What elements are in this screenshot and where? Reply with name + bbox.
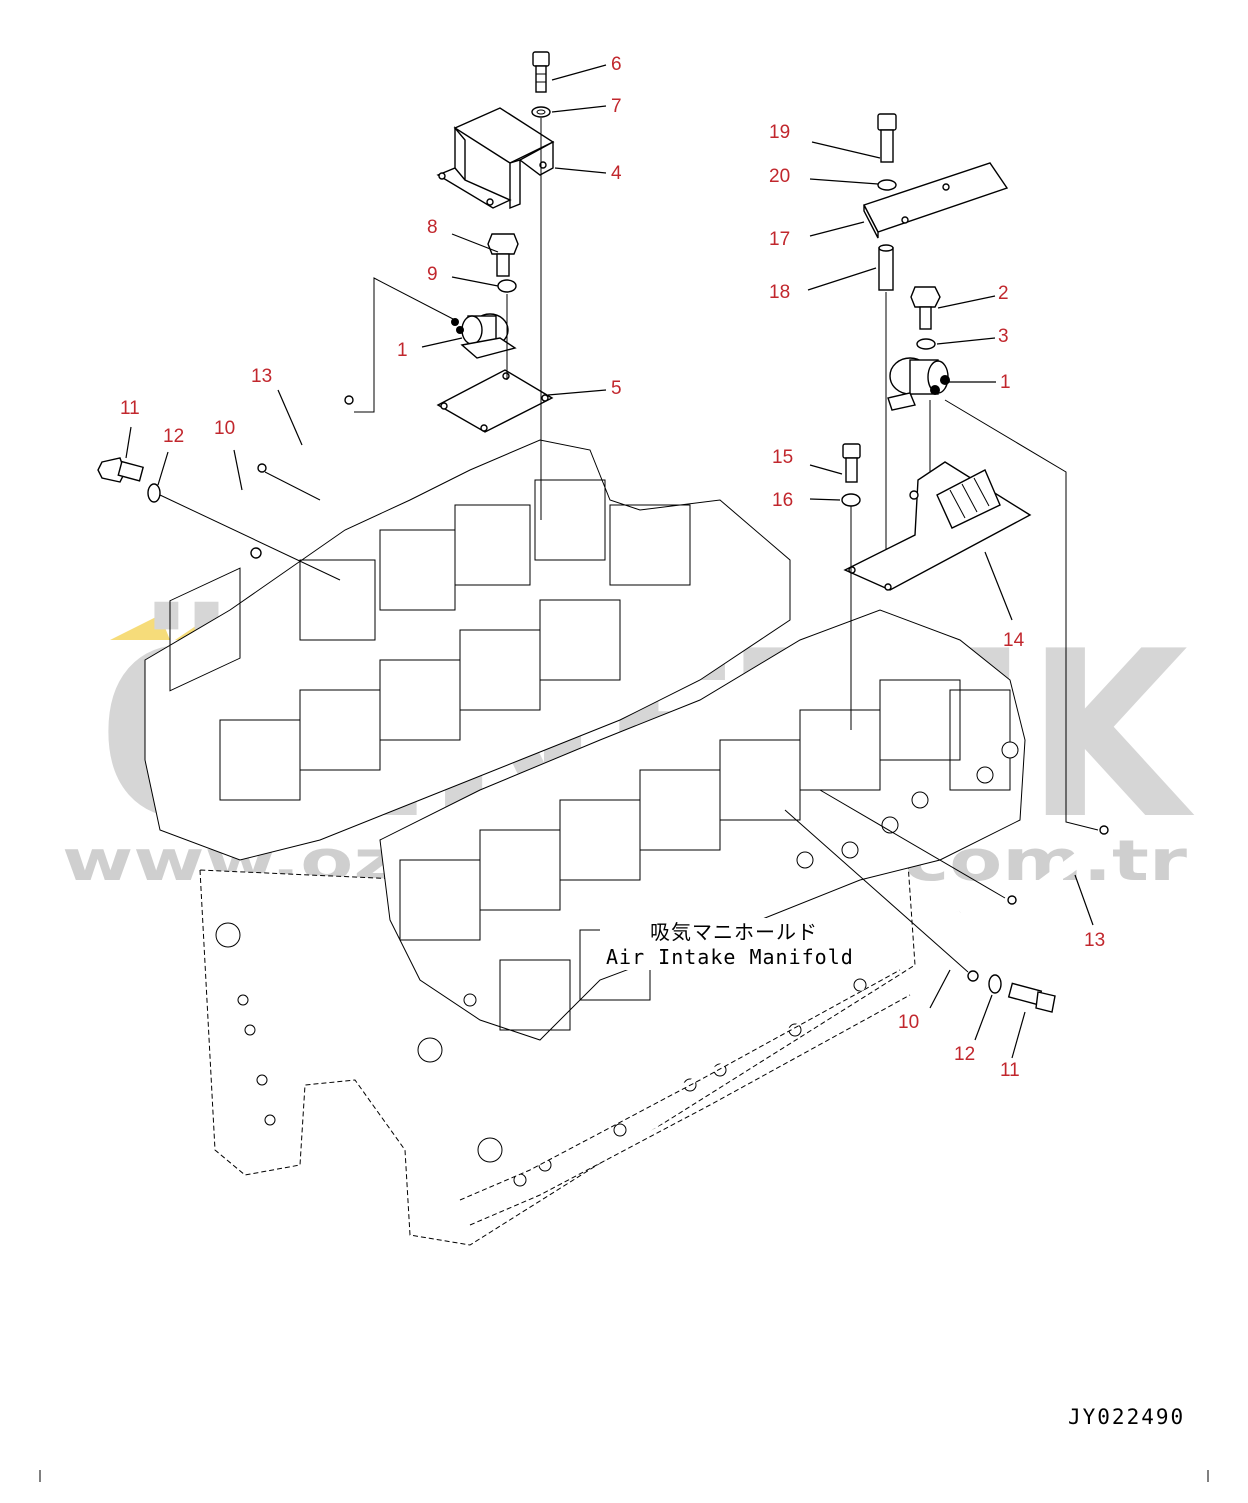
left-head-bank [144,439,791,861]
right-head-bank [379,609,1026,1041]
callout-9: 9 [427,264,438,285]
callout-7: 7 [611,96,622,117]
part-12-washer-left [147,483,161,503]
callout-6: 6 [611,54,622,75]
callout-10-right: 10 [898,1012,919,1033]
callout-4: 4 [611,163,622,184]
callout-3: 3 [998,326,1009,347]
part-2-bolt [910,286,941,330]
callout-11-left: 11 [120,398,140,419]
callout-20: 20 [769,166,790,187]
terminal-block [936,469,1001,529]
callout-1-right: 1 [1000,372,1011,393]
part-6-bolt [532,51,550,93]
callout-15: 15 [772,447,793,468]
callout-13-right: 13 [1084,930,1105,951]
callout-19: 19 [769,122,790,143]
part-14-plate [843,461,1032,591]
callout-5: 5 [611,378,622,399]
part-18-spacer [878,244,894,291]
callout-13-left: 13 [251,366,272,387]
annotation-en: Air Intake Manifold [606,945,854,969]
part-4-bracket [436,107,555,210]
part-13-cable-left [257,277,456,501]
callouts: 6 7 4 8 9 1 5 13 11 12 10 19 20 17 18 2 … [120,54,1105,1081]
callout-2: 2 [998,283,1009,304]
part-20-washer [877,179,897,191]
part-15-bolt [842,443,861,483]
part-16-washer [841,493,861,507]
engine-block [144,439,1026,1246]
part-13-cable-right [819,399,1109,905]
part-12-washer-right [988,974,1002,994]
part-10-cable-left [159,489,341,581]
callout-16: 16 [772,490,793,511]
part-8-bolt [487,233,519,277]
part-1-relay-left [451,313,517,359]
part-19-bolt [877,113,897,163]
part-11-bolt-right [1007,982,1056,1013]
callout-11-right: 11 [1000,1060,1020,1081]
leader-lines [125,64,1094,1059]
callout-12-left: 12 [163,426,184,447]
part-10-cable-right [784,809,979,982]
callout-12-right: 12 [954,1044,975,1065]
part-17-plate [863,162,1009,239]
part-1-relay-right [887,357,950,411]
callout-17: 17 [769,229,790,250]
callout-10-left: 10 [214,418,235,439]
callout-1-left: 1 [397,340,408,361]
callout-8: 8 [427,217,438,238]
part-7-washer [531,106,551,118]
annotation-jp: 吸気マニホールド [650,920,818,944]
callout-18: 18 [769,282,790,303]
part-5-plate [436,369,554,433]
callout-14: 14 [1003,630,1025,651]
part-11-bolt-left [97,457,145,483]
watermark-accent-left [110,615,170,640]
part-9-washer [497,279,517,293]
drawing-number: JY022490 [1068,1405,1185,1429]
part-3-washer [916,338,936,350]
